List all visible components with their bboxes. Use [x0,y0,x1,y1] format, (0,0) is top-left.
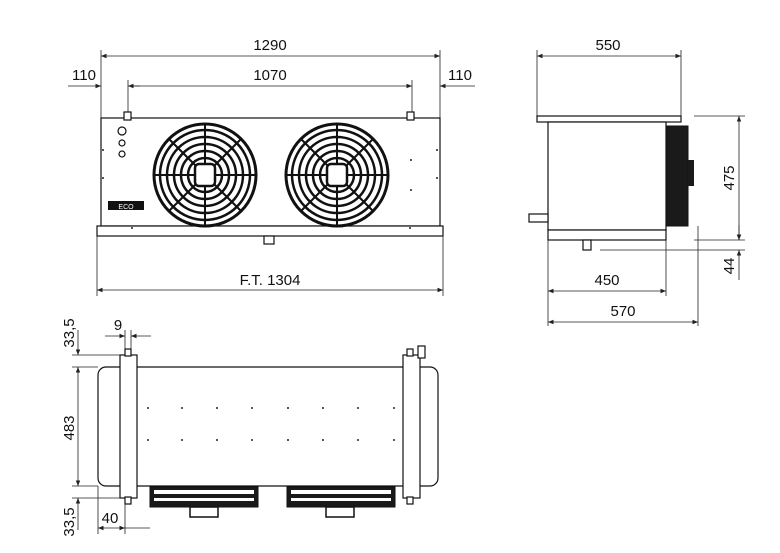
indicator-2 [118,139,126,147]
bracket-left-tab-bottom [124,496,132,505]
side-top-plate [536,115,682,123]
fan-guard-right [284,122,390,228]
mount-tab-right [406,111,415,121]
depth-top-label: 550 [595,37,620,54]
fan-span-label: 1070 [253,67,286,84]
top-screw-grid [147,407,395,441]
mount-tab-left [123,111,132,121]
bracket-right-tab-bottom [406,496,414,505]
front-casing [100,117,441,227]
bottom-margin-label: 33,5 [61,507,78,536]
bracket-right [402,354,421,499]
indicator-3 [118,150,126,158]
left-offset-label: 110 [72,67,96,84]
drain-height-label: 44 [721,258,738,275]
side-pipe-connector [528,213,549,223]
right-offset-label: 110 [448,67,472,84]
side-drain-outlet [582,239,592,251]
indicator-1 [117,126,127,136]
bracket-left [119,354,138,499]
dimension-drain-height: 44 [600,225,745,280]
dimension-right-offset: 110 [440,67,475,89]
dimension-bracket-width: 9 [105,317,151,349]
brand-plate [108,201,144,210]
dimension-left-offset: 110 [68,67,140,89]
bracket-offset-label: 40 [102,510,119,527]
dimension-base-depth: 450 [547,240,667,326]
pipe-stub [417,345,426,359]
dimension-vertical-stack: 33,5 483 33,5 [61,318,120,537]
overall-width-label: 1290 [253,37,286,54]
top-fan-housing-left [149,486,259,518]
dimension-total-length: F.T. 1304 [96,236,444,296]
bracket-right-tab-top [406,348,414,357]
base-depth-label: 450 [594,272,619,289]
bracket-width-label: 9 [114,317,122,334]
top-casing [97,366,439,487]
dimension-overall-width: 1290 [100,37,441,118]
bracket-left-tab-top [124,348,132,357]
top-margin-label: 33,5 [61,318,78,347]
side-fan-motor [665,125,689,227]
side-casing [547,121,667,231]
side-fan-hub [688,160,694,186]
total-depth-label: 570 [610,303,635,320]
dimension-total-depth: 570 [548,226,699,326]
dimension-depth-top: 550 [536,37,682,116]
dimension-fan-span: 1070 [127,67,413,118]
top-fan-housing-right [286,486,396,518]
dimension-bracket-offset: 40 [97,486,150,534]
top-view: 9 33,5 483 33,5 40 [61,317,439,537]
drain-outlet [263,235,275,245]
side-view: 550 475 44 450 [528,37,745,326]
total-length-label: F.T. 1304 [240,272,301,289]
dimension-height: 475 [694,115,745,241]
drip-tray [96,225,444,237]
brand-plate-text: ECO [118,204,134,211]
side-drip-tray [547,229,667,241]
fan-guard-left [152,122,258,228]
height-label: 475 [721,165,738,190]
front-view: 1290 1070 110 110 ECO [68,37,475,296]
bracket-spacing-label: 483 [61,415,78,440]
screw-dots [102,149,438,229]
